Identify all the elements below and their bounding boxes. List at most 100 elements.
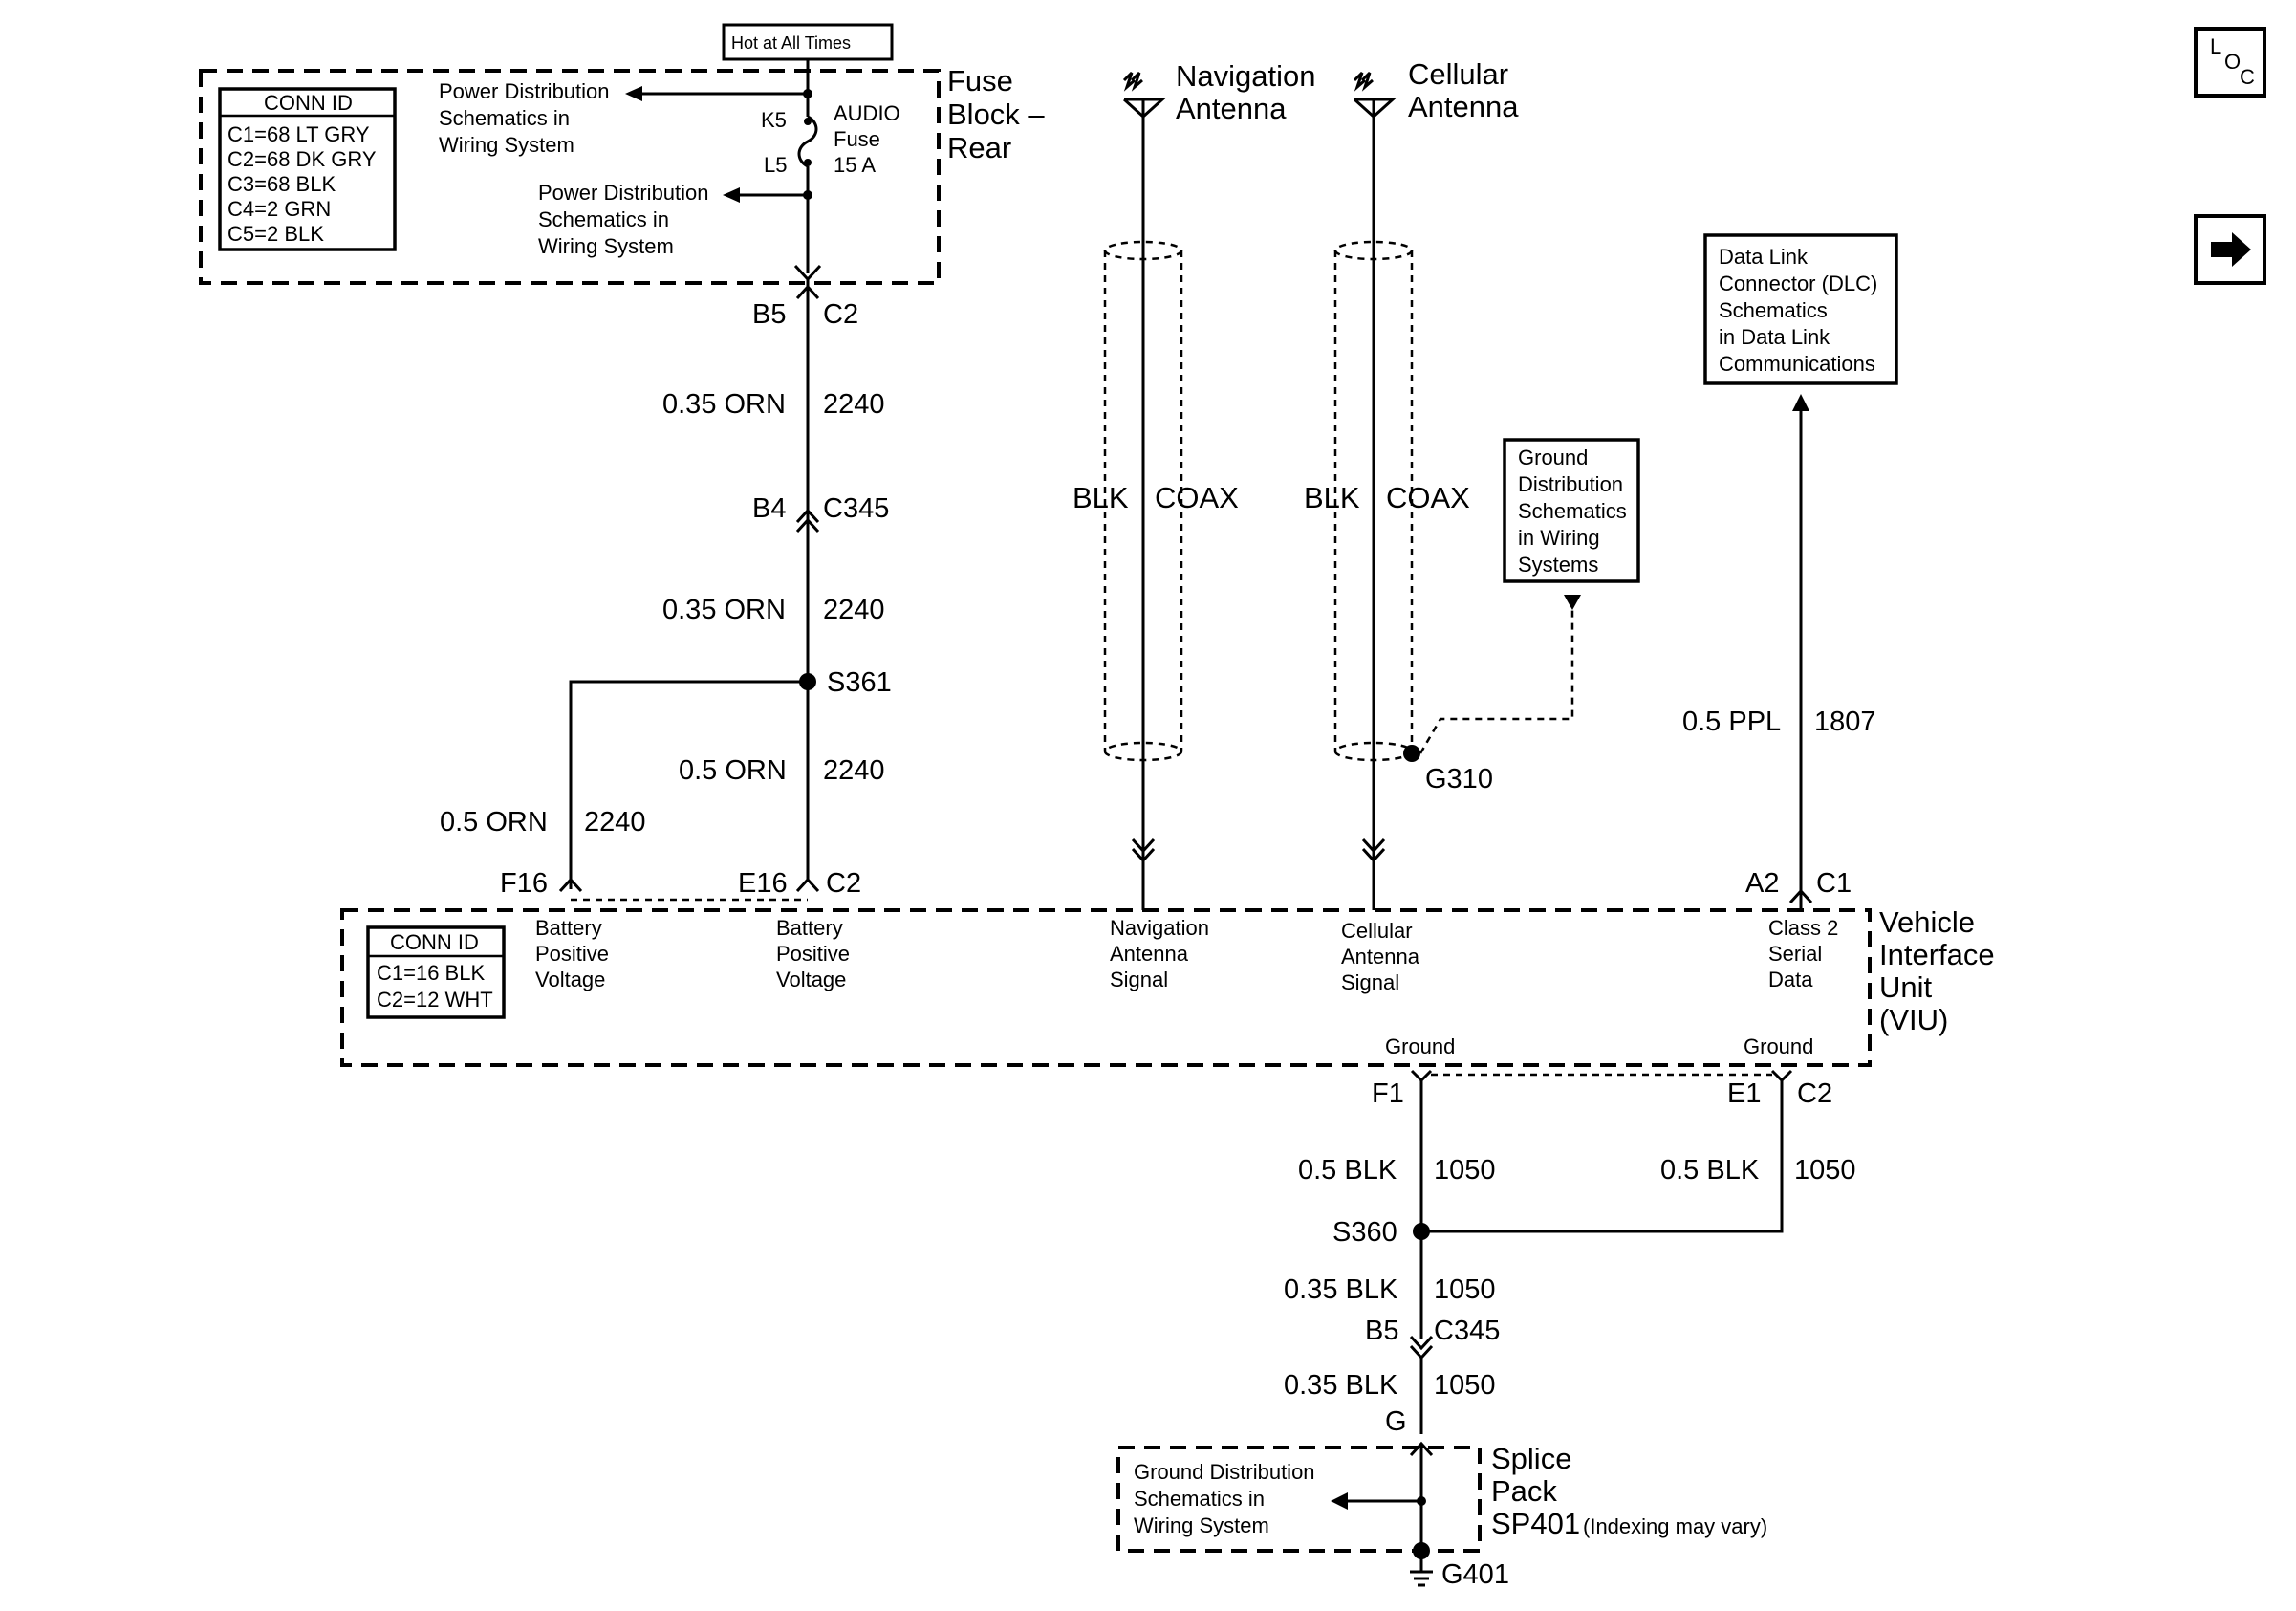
- svg-text:Data Link: Data Link: [1719, 245, 1809, 269]
- svg-text:Battery: Battery: [535, 916, 602, 940]
- wire-gauge-label: 0.35 BLK: [1284, 1274, 1398, 1305]
- svg-text:Serial: Serial: [1768, 942, 1822, 966]
- svg-text:Wiring System: Wiring System: [538, 234, 674, 258]
- splice-s360-label: S360: [1332, 1217, 1397, 1248]
- svg-text:Signal: Signal: [1110, 968, 1168, 991]
- splice-pack-sp401: Splice Pack SP401 (Indexing may vary) Gr…: [1116, 1442, 1767, 1590]
- conn-id-header: CONN ID: [390, 930, 479, 954]
- pin-e16-label: Battery Positive Voltage: [776, 916, 850, 991]
- viu-title: Vehicle Interface Unit (VIU): [1879, 905, 1995, 1036]
- power-circuit-2240: B5 C2 0.35 ORN 2240 B4 C345 0.35 ORN 224…: [440, 279, 892, 902]
- conn-id-row: C2=12 WHT: [377, 988, 493, 1012]
- ground-g310-dot: [1403, 745, 1420, 762]
- wire-gauge-label: 0.5 BLK: [1298, 1155, 1397, 1186]
- svg-text:C: C: [2240, 65, 2255, 89]
- svg-text:Antenna: Antenna: [1408, 90, 1519, 123]
- circuit-number-label: 1050: [1434, 1274, 1496, 1305]
- location-icon[interactable]: L O C: [2194, 27, 2266, 98]
- pin-f16-label: Battery Positive Voltage: [535, 916, 609, 991]
- svg-text:Power Distribution: Power Distribution: [538, 181, 709, 205]
- ground-distribution-ref-box[interactable]: [1503, 438, 1640, 583]
- power-distribution-ref-upper[interactable]: Power Distribution Schematics in Wiring …: [439, 79, 610, 157]
- circuit-number-label: 1050: [1794, 1155, 1856, 1186]
- c2-connector-label: C2: [1797, 1078, 1832, 1109]
- svg-text:Cellular: Cellular: [1408, 57, 1508, 91]
- antenna-signal-icon: [1353, 71, 1366, 92]
- viu-outline: [340, 908, 1872, 1067]
- svg-text:Positive: Positive: [535, 942, 609, 966]
- svg-text:Voltage: Voltage: [776, 968, 846, 991]
- svg-text:Unit: Unit: [1879, 970, 1933, 1004]
- power-distribution-ref-lower[interactable]: Power Distribution Schematics in Wiring …: [538, 181, 709, 258]
- svg-text:Power Distribution: Power Distribution: [439, 79, 610, 103]
- wire-color-label: BLK: [1304, 481, 1360, 514]
- indexing-note: (Indexing may vary): [1583, 1514, 1767, 1538]
- wire-gauge-label: 0.5 ORN: [440, 807, 548, 838]
- svg-text:Block –: Block –: [947, 98, 1045, 131]
- wire-gauge-label: 0.5 BLK: [1660, 1155, 1760, 1186]
- wire-gauge-label: 0.5 PPL: [1682, 707, 1781, 737]
- down-arrow-icon: [1564, 595, 1581, 610]
- c2-connector-label: C2: [823, 299, 858, 330]
- right-arrow-icon[interactable]: [2194, 214, 2266, 285]
- svg-text:Schematics in: Schematics in: [1134, 1487, 1265, 1511]
- svg-text:Wiring System: Wiring System: [439, 133, 574, 157]
- left-arrow-icon: [723, 187, 740, 203]
- svg-text:Signal: Signal: [1341, 970, 1399, 994]
- svg-text:Ground Distribution: Ground Distribution: [1134, 1460, 1315, 1484]
- ground-distribution-ref-lower[interactable]: Ground Distribution Schematics in Wiring…: [1134, 1460, 1315, 1537]
- svg-text:Data: Data: [1768, 968, 1813, 991]
- conn-id-row: C3=68 BLK: [227, 172, 336, 196]
- splice-pack-outline: [1116, 1446, 1482, 1553]
- e16-pin-label: E16: [738, 868, 788, 899]
- circuit-number-label: 2240: [584, 807, 646, 838]
- c1-connector-label: C1: [1816, 868, 1852, 899]
- svg-text:Ground: Ground: [1518, 446, 1588, 469]
- svg-text:Schematics: Schematics: [1719, 298, 1828, 322]
- a2-pin-label: A2: [1745, 868, 1779, 899]
- g-pin-label: G: [1385, 1406, 1407, 1437]
- svg-text:Fuse: Fuse: [834, 127, 880, 151]
- wire-type-label: COAX: [1386, 481, 1470, 514]
- hot-at-all-times-label: Hot at All Times: [731, 33, 851, 53]
- fuse-block-outline: [199, 69, 941, 285]
- ground-g310-label: G310: [1425, 764, 1493, 795]
- svg-text:Communications: Communications: [1719, 352, 1875, 376]
- pin-a2-label: Class 2 Serial Data: [1768, 916, 1838, 991]
- dlc-ref-box[interactable]: [1703, 233, 1898, 385]
- k5-label: K5: [761, 108, 787, 132]
- svg-text:Interface: Interface: [1879, 938, 1995, 971]
- svg-text:Cellular: Cellular: [1341, 919, 1413, 943]
- svg-text:O: O: [2224, 50, 2241, 74]
- svg-text:Navigation: Navigation: [1176, 59, 1315, 93]
- svg-text:in Data Link: in Data Link: [1719, 325, 1830, 349]
- up-arrow-icon: [1792, 394, 1809, 411]
- splice-s361-label: S361: [827, 667, 892, 698]
- ground-pin-label: Ground: [1744, 1034, 1813, 1058]
- svg-text:Battery: Battery: [776, 916, 843, 940]
- data-link-connector: Data Link Connector (DLC) Schematics in …: [1682, 233, 1898, 910]
- conn-id-row: C4=2 GRN: [227, 197, 331, 221]
- c345-connector-label: C345: [1434, 1316, 1500, 1346]
- ground-circuit-1050: F1 E1 C2 0.5 BLK 1050 0.5 BLK 1050 S360 …: [1284, 1069, 1856, 1457]
- b5-pin-label: B5: [752, 299, 786, 330]
- svg-text:Systems: Systems: [1518, 553, 1598, 577]
- conn-id-header: CONN ID: [264, 91, 353, 115]
- conn-id-row: C2=68 DK GRY: [227, 147, 377, 171]
- cell-signal-label: Cellular Antenna Signal: [1341, 919, 1420, 994]
- fuse-block-rear: Fuse Block – Rear Hot at All Times CONN …: [199, 23, 1045, 285]
- c2-connector-label: C2: [826, 868, 861, 899]
- svg-text:Antenna: Antenna: [1176, 92, 1287, 125]
- conn-id-row: C1=16 BLK: [377, 961, 485, 985]
- conn-id-row: C5=2 BLK: [227, 222, 324, 246]
- svg-text:Distribution: Distribution: [1518, 472, 1623, 496]
- ground-pin-label: Ground: [1385, 1034, 1455, 1058]
- b4-pin-label: B4: [752, 493, 786, 524]
- conn-id-row: C1=68 LT GRY: [227, 122, 370, 146]
- vehicle-interface-unit: Vehicle Interface Unit (VIU) CONN ID C1=…: [340, 905, 1995, 1067]
- nav-signal-label: Navigation Antenna Signal: [1110, 916, 1209, 991]
- wire-gauge-label: 0.35 ORN: [662, 389, 786, 420]
- e1-pin-label: E1: [1727, 1078, 1761, 1109]
- circuit-number-label: 2240: [823, 755, 885, 786]
- circuit-number-label: 2240: [823, 595, 885, 625]
